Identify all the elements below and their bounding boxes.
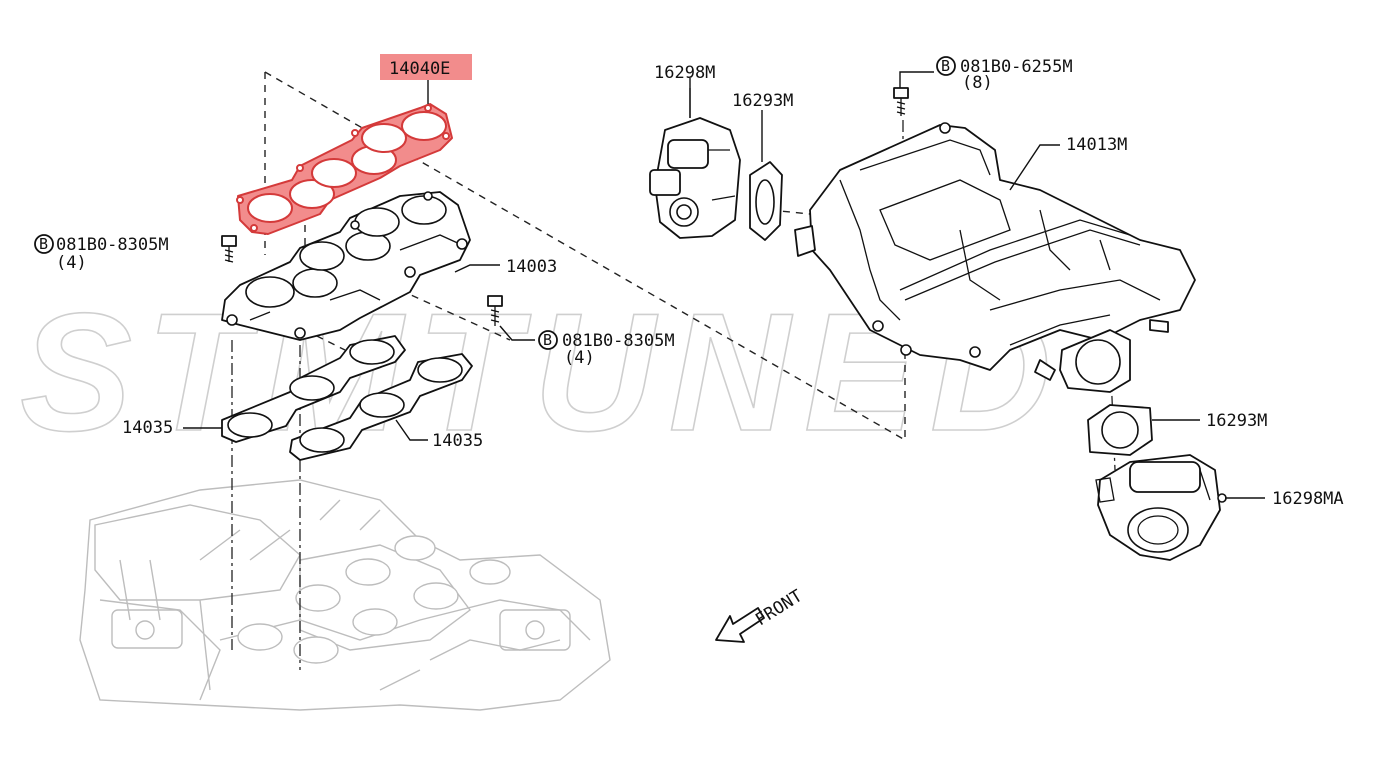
engine-block-ghost	[79, 479, 611, 711]
front-label: FRONT	[752, 586, 806, 630]
gasket-14040e-highlighted	[236, 103, 453, 235]
label-16293m-lower: 16293M	[1206, 411, 1267, 431]
label-14013m: 14013M	[1066, 135, 1127, 155]
gasket-14035-right	[289, 353, 473, 461]
upper-intake-manifold-14013m	[794, 122, 1196, 393]
bolt-b-symbol: B	[543, 331, 552, 349]
gasket-16293m-lower	[1087, 404, 1153, 456]
leader-lines	[183, 71, 1265, 499]
bolt-left-code: 081B0-8305M	[56, 235, 169, 255]
highlight-label-box	[380, 54, 472, 80]
front-arrow-icon	[715, 607, 765, 643]
gasket-16293m-top	[749, 161, 783, 241]
gasket-14035-left	[221, 335, 406, 443]
label-14040e: 14040E	[389, 59, 450, 79]
bolt-mid	[487, 295, 503, 326]
callout-bolt-mid: B 081B0-8305M (4)	[538, 330, 675, 368]
bolt-top-qty: (8)	[962, 73, 993, 93]
lower-intake-manifold-14003	[221, 191, 471, 341]
bolt-b-symbol: B	[39, 235, 48, 253]
bolt-left	[221, 235, 237, 263]
callout-bolt-left: B 081B0-8305M (4)	[34, 234, 169, 273]
label-16298ma: 16298MA	[1272, 489, 1344, 509]
bolt-top-code: 081B0-6255M	[960, 57, 1073, 77]
callout-bolt-top: B 081B0-6255M (8)	[936, 56, 1073, 93]
bolt-top	[893, 87, 909, 116]
label-14003: 14003	[506, 257, 557, 277]
throttle-body-16298ma	[1095, 454, 1227, 561]
bolt-mid-code: 081B0-8305M	[562, 331, 675, 351]
bolt-left-qty: (4)	[56, 253, 87, 273]
label-14035-right: 14035	[432, 431, 483, 451]
bolt-b-symbol: B	[941, 57, 950, 75]
throttle-body-16298m	[649, 88, 741, 239]
label-16293m-top: 16293M	[732, 91, 793, 111]
bolt-mid-qty: (4)	[564, 348, 595, 368]
label-14035-left: 14035	[122, 418, 173, 438]
label-16298m: 16298M	[654, 63, 715, 83]
